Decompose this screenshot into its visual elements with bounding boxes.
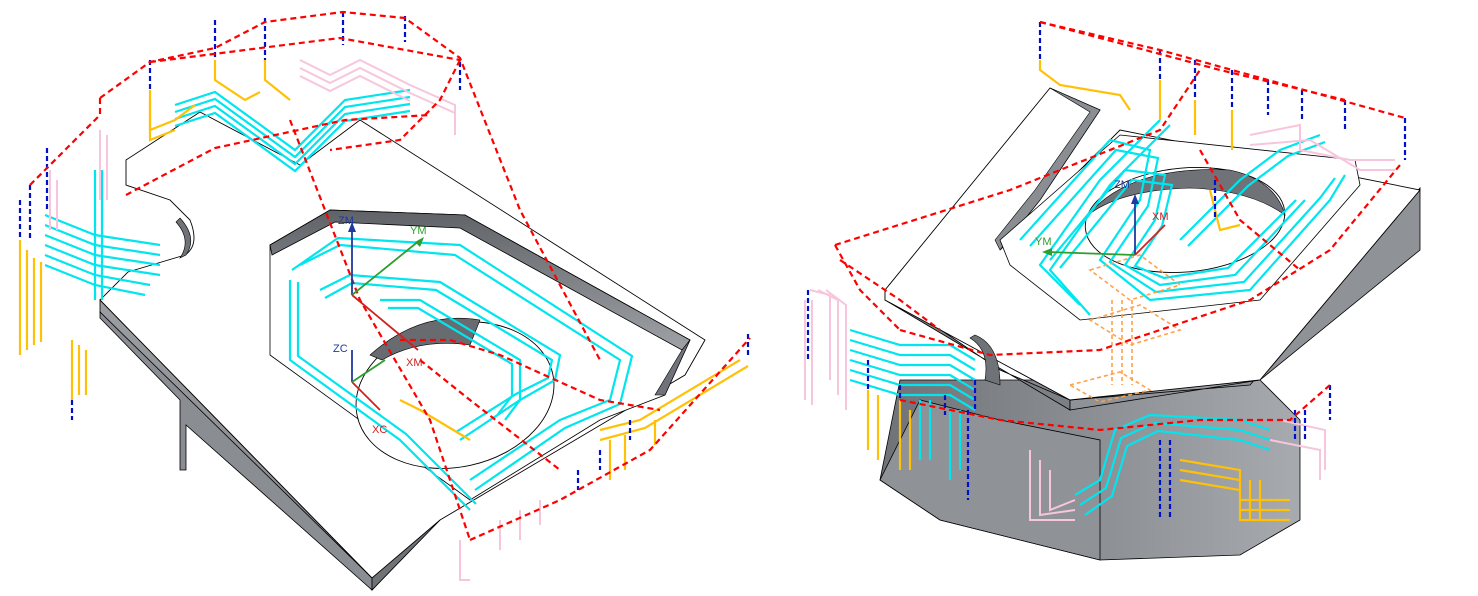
left-approach-top [148, 60, 291, 142]
right-ym-label: YM [1035, 236, 1052, 248]
left-xm-label: XM [406, 357, 423, 369]
left-ym-label: YM [410, 225, 427, 237]
left-zm-label: ZM [338, 215, 354, 227]
left-axes: ZM YM XM ZC XC [333, 215, 427, 436]
left-side-paths [18, 130, 161, 420]
right-helix-entry [1067, 254, 1182, 403]
right-axes: ZM YM XM [1035, 179, 1169, 256]
right-top-paths [1038, 22, 1407, 232]
left-pocket-paths [288, 236, 634, 511]
right-engage-retract [834, 20, 1406, 432]
left-right-edge-paths [399, 334, 750, 581]
right-zm-label: ZM [1114, 179, 1130, 191]
left-notch-wall [175, 217, 192, 259]
left-pocket-wall [269, 209, 691, 351]
left-xc-label: XC [372, 424, 387, 436]
right-slot-wall [994, 87, 1101, 251]
left-departure-top [299, 58, 456, 135]
left-zc-label: ZC [333, 343, 348, 355]
right-xm-label: XM [1152, 211, 1169, 223]
right-bottom-stack [1029, 385, 1332, 522]
right-notch-wall [969, 334, 1001, 386]
left-view: ZM YM XM ZC XC [18, 10, 751, 591]
right-left-stack [804, 289, 977, 500]
left-pocket-wall-right [654, 339, 691, 396]
left-engage-retract [29, 10, 751, 542]
right-view: ZM YM XM [804, 20, 1421, 561]
